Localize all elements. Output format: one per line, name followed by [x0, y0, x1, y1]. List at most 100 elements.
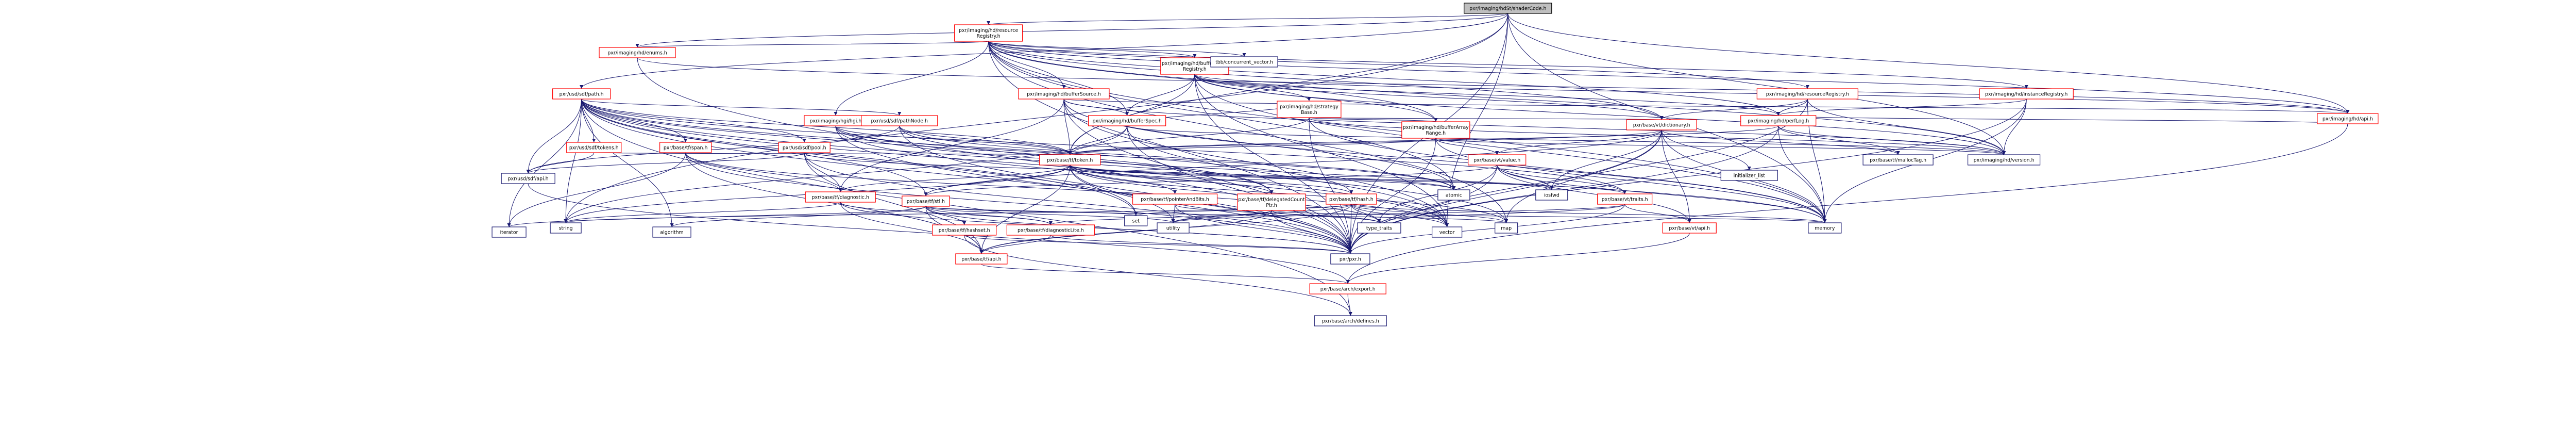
edge-hgiHgi-to-tfToken [835, 125, 1072, 155]
node-diagnosticLite[interactable]: pxr/base/tf/diagnosticLite.h [1006, 224, 1095, 236]
edge-tfSpan-to-tfDiagnostic [685, 152, 842, 192]
edge-sdfPool-to-sdfApi [526, 152, 805, 174]
dependency-edge [924, 165, 1498, 197]
node-perfLog[interactable]: pxr/imaging/hd/perfLog.h [1740, 115, 1817, 126]
dependency-edge [1309, 116, 1663, 120]
dependency-edge [988, 41, 1781, 116]
node-hdApi[interactable]: pxr/imaging/hd/api.h [2317, 113, 2379, 124]
edge-perfLog-to-tfToken [1068, 125, 1779, 155]
edge-bufferArrayRegistry-to-vtDictionary [1194, 74, 1664, 120]
edge-tfDiagnostic-to-tfApi [840, 202, 984, 254]
dependency-edge [987, 13, 1509, 25]
edge-tfToken-to-tfHash [1070, 165, 1353, 194]
node-tfSpan[interactable]: pxr/base/tf/span.h [659, 142, 712, 153]
dependency-edge [1068, 125, 1779, 155]
edge-vtValue-to-vtApi [1497, 165, 1691, 223]
node-vtValue[interactable]: pxr/base/vt/value.h [1468, 154, 1527, 166]
edge-strategyBase-to-memory [1309, 117, 1827, 223]
node-root[interactable]: pxr/imaging/hdSt/shaderCode.h [1464, 3, 1552, 14]
node-tfApi[interactable]: pxr/base/tf/api.h [955, 253, 1008, 265]
edge-tfStl-to-set [925, 206, 1138, 216]
node-label: pxr/base/tf/mallocTag.h [1870, 158, 1926, 163]
edge-sdfPathNode-to-tfToken [899, 125, 1072, 155]
edge-tfToken-to-delegatedCountPtr [1070, 165, 1274, 194]
dependency-edge [1070, 165, 1138, 216]
edge-resourceRegistry-to-bufferArrayRegistry [988, 41, 1197, 58]
dependency-edge [840, 202, 984, 254]
node-tfStl[interactable]: pxr/base/tf/stl.h [902, 195, 950, 207]
node-vtApi[interactable]: pxr/base/vt/api.h [1662, 222, 1717, 234]
node-sdfPool[interactable]: pxr/usd/sdf/pool.h [778, 142, 831, 153]
edge-tfSpan-to-iterator [507, 152, 686, 227]
dependency-edge [670, 206, 926, 227]
node-bufferSpec[interactable]: pxr/imaging/hd/bufferSpec.h [1088, 115, 1166, 126]
node-pointerAndBits[interactable]: pxr/base/tf/pointerAndBits.h [1132, 193, 1218, 205]
edge-resourceRegistry-to-hdVersion [988, 41, 2006, 155]
dependency-edge [581, 99, 1626, 194]
node-hdResourceRegistry[interactable]: pxr/imaging/hd/resourceRegistry.h [1756, 88, 1858, 100]
dependency-edge [1050, 235, 1352, 254]
dependency-edge [1495, 129, 1662, 155]
node-box [1535, 189, 1568, 201]
node-bufferSource[interactable]: pxr/imaging/hd/bufferSource.h [1018, 88, 1110, 100]
dependency-edge [581, 99, 1072, 155]
node-sdfPath[interactable]: pxr/usd/sdf/path.h [552, 88, 611, 100]
dependency-edge [1171, 204, 1176, 223]
node-label: pxr/imaging/hd/bufferSource.h [1027, 92, 1101, 97]
dependency-edge [1351, 204, 1509, 223]
dependency-edge [981, 264, 1350, 284]
node-tfHash[interactable]: pxr/base/tf/hash.h [1326, 193, 1377, 205]
node-hashset[interactable]: pxr/base/tf/hashset.h [932, 224, 997, 236]
edge-hdResourceRegistry-to-vtDictionary [1659, 99, 1808, 120]
dependency-edge [835, 125, 1827, 223]
node-resourceRegistry[interactable]: pxr/imaging/hd/resourceRegistry.h [954, 24, 1023, 42]
node-archExport[interactable]: pxr/base/arch/export.h [1309, 283, 1386, 294]
edge-hdResourceRegistry-to-perfLog [1776, 99, 1808, 116]
edge-sdfPath-to-algorithm [581, 99, 674, 227]
dependency-edge [964, 235, 1352, 254]
edge-sdfPool-to-pxr [804, 152, 1352, 254]
dependency-edge [899, 125, 1352, 254]
node-instanceRegistry[interactable]: pxr/imaging/hd/instanceRegistry.h [1979, 88, 2074, 100]
node-sdfPathNode[interactable]: pxr/usd/sdf/pathNode.h [861, 115, 938, 126]
dependency-edge [526, 99, 582, 174]
edge-vtDictionary-to-tfToken [1068, 129, 1662, 155]
node-tfToken[interactable]: pxr/base/tf/token.h [1039, 154, 1101, 166]
edge-sdfTokens-to-sdfApi [526, 152, 595, 174]
node-atomic: atomic [1437, 189, 1470, 201]
node-label: atomic [1446, 193, 1462, 199]
node-label: pxr/base/tf/hash.h [1329, 197, 1374, 203]
node-string: string [550, 222, 582, 234]
node-hgiHgi[interactable]: pxr/imaging/hgi/hgi.h [804, 115, 868, 126]
edge-tfApi-to-archExport [981, 264, 1350, 284]
edge-bufferArrayRegistry-to-bufferSpec [1125, 74, 1195, 116]
node-vtTraits[interactable]: pxr/base/vt/traits.h [1597, 193, 1653, 205]
node-archDefines: pxr/base/arch/defines.h [1314, 315, 1387, 326]
node-tfDiagnostic[interactable]: pxr/base/tf/diagnostic.h [805, 191, 876, 203]
node-box [1495, 222, 1518, 234]
edge-resourceRegistry-to-bufferSpec [988, 41, 1129, 116]
node-algorithm: algorithm [652, 226, 691, 238]
edge-vtValue-to-memory [1497, 165, 1827, 223]
dependency-edge [526, 125, 900, 174]
edges [507, 13, 2350, 316]
node-label: pxr/imaging/hgi/hgi.h [810, 119, 862, 124]
node-label: pxr/base/vt/traits.h [1602, 197, 1648, 203]
edge-hgiHgi-to-vector [835, 125, 1449, 227]
node-sdfTokens[interactable]: pxr/usd/sdf/tokens.h [566, 142, 622, 153]
dependency-edge [1377, 204, 1625, 223]
dependency-edge [988, 41, 1246, 57]
edge-root-to-hdApi [1507, 13, 2350, 114]
dependency-edge [1194, 74, 1664, 120]
node-label: memory [1815, 226, 1835, 232]
dependency-edge [581, 99, 1449, 227]
node-hdEnums[interactable]: pxr/imaging/hd/enums.h [599, 47, 676, 58]
edge-bufferArrayRegistry-to-bufferArrayRange [1194, 74, 1438, 122]
node-vtDictionary[interactable]: pxr/base/vt/dictionary.h [1626, 119, 1697, 130]
edge-strategyBase-to-vtDictionary [1309, 116, 1663, 120]
edge-tfHash-to-memory [1351, 204, 1826, 223]
dependency-edge [838, 165, 1071, 192]
